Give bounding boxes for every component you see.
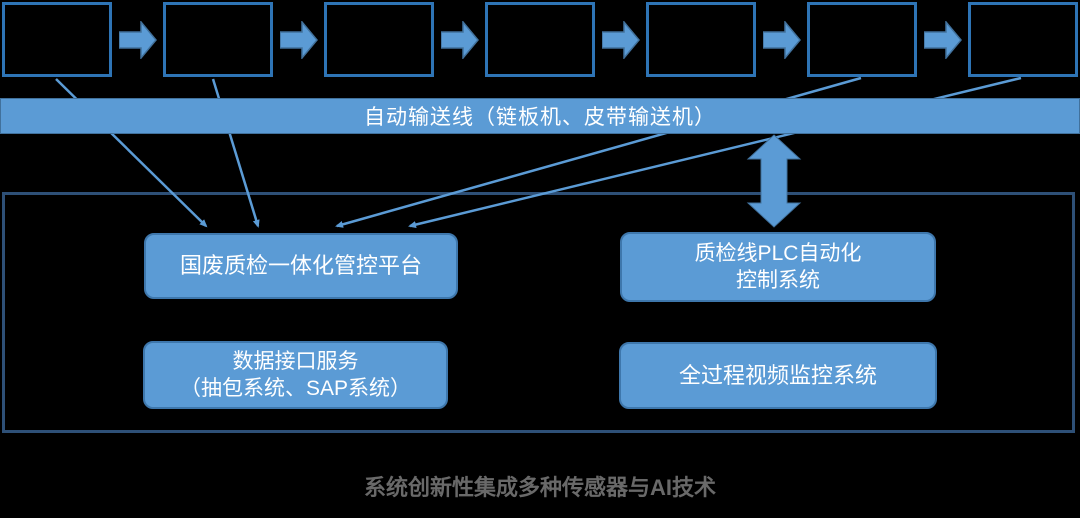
block-arrow-right-icon (762, 20, 801, 59)
block-arrow-right-icon (118, 20, 157, 59)
diagram-caption: 系统创新性集成多种传感器与AI技术 (363, 475, 716, 500)
video-monitor-node: 全过程视频监控系统 (619, 342, 937, 409)
platform-node: 国废质检一体化管控平台 (144, 233, 458, 299)
block-arrow-right-icon (440, 20, 479, 59)
plc-node-label-line2: 控制系统 (736, 269, 820, 292)
process-box-7 (968, 2, 1078, 77)
data-interface-label-line1: 数据接口服务 (232, 350, 359, 373)
process-box-4 (485, 2, 595, 77)
process-box-row (2, 2, 1078, 77)
process-box-2 (163, 2, 273, 77)
double-vertical-arrow-icon (746, 134, 802, 228)
process-box-6 (807, 2, 917, 77)
process-box-5 (646, 2, 756, 77)
process-box-3 (324, 2, 434, 77)
plc-node-label-line1: 质检线PLC自动化 (694, 242, 862, 265)
plc-control-node: 质检线PLC自动化 控制系统 (620, 232, 936, 302)
block-arrow-right-icon (279, 20, 318, 59)
data-interface-node: 数据接口服务 （抽包系统、SAP系统） (143, 341, 448, 409)
video-node-label: 全过程视频监控系统 (678, 362, 877, 388)
data-interface-label-line2: （抽包系统、SAP系统） (179, 377, 412, 400)
conveyor-bar-label: 自动输送线（链板机、皮带输送机） (364, 106, 716, 129)
conveyor-bar: 自动输送线（链板机、皮带输送机） (0, 98, 1080, 134)
block-arrow-right-icon (923, 20, 962, 59)
process-box-1 (2, 2, 112, 77)
platform-node-label: 国废质检一体化管控平台 (179, 253, 422, 278)
block-arrow-right-icon (601, 20, 640, 59)
